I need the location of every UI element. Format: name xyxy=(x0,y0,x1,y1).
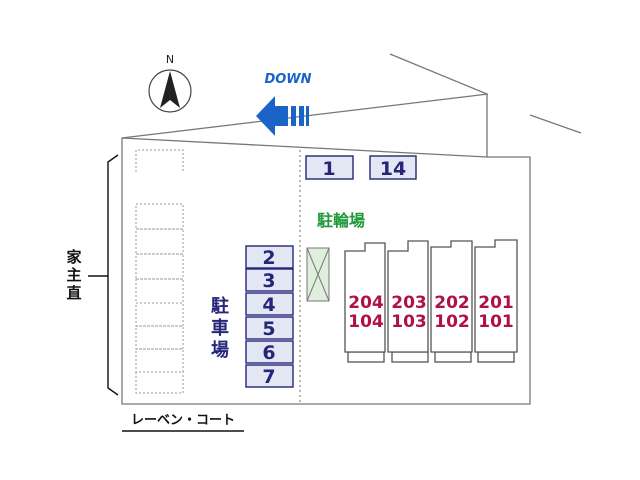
unit-101-label: 101 xyxy=(478,312,514,332)
parking-slot-4-label: 4 xyxy=(262,294,275,316)
parking-label-2: 車 xyxy=(211,317,229,339)
top-slot-1: 1 xyxy=(305,155,354,180)
north-compass: N xyxy=(148,53,192,113)
parking-slot-3-label: 3 xyxy=(262,270,275,292)
left-arrow-icon xyxy=(256,96,309,136)
house-owner-label-3: 直 xyxy=(66,284,81,302)
building xyxy=(344,239,518,363)
parking-slot-3: 3 xyxy=(245,268,294,292)
parking-slot-4: 4 xyxy=(245,292,294,316)
bicycle-parking-label: 駐輪場 xyxy=(317,211,365,230)
parking-slot-2: 2 xyxy=(245,245,294,269)
unit-201-label: 201 xyxy=(478,293,514,313)
bicycle-parking-area xyxy=(306,247,330,302)
unit-103-label: 103 xyxy=(391,312,427,332)
left-parking-rows xyxy=(135,149,184,394)
parking-slot-6: 6 xyxy=(245,340,294,364)
road-lines xyxy=(121,53,582,157)
parking-slot-7-label: 7 xyxy=(262,366,275,388)
unit-203-label: 203 xyxy=(391,293,427,313)
top-slot-1-label: 1 xyxy=(322,158,335,180)
parking-label-3: 場 xyxy=(211,340,229,361)
parking-slots: 2 3 4 5 6 7 xyxy=(245,245,294,388)
neighbor-label: レーベン・コート xyxy=(131,413,235,428)
unit-102-label: 102 xyxy=(434,312,470,332)
top-slot-14-label: 14 xyxy=(380,158,406,180)
down-label: DOWN xyxy=(264,72,311,87)
house-owner-bracket xyxy=(88,154,119,396)
unit-204-outline xyxy=(344,242,386,353)
down-direction: DOWN xyxy=(256,72,312,136)
unit-202-outline xyxy=(430,240,473,353)
unit-203-outline xyxy=(387,240,429,353)
unit-104-label: 104 xyxy=(348,312,384,332)
parking-slot-5: 5 xyxy=(245,316,294,340)
unit-204-label: 204 xyxy=(348,293,384,313)
parking-slot-5-label: 5 xyxy=(262,318,275,340)
parking-slot-7: 7 xyxy=(245,364,294,388)
unit-numbers: 204 104 203 103 202 102 201 101 xyxy=(348,293,514,332)
top-slot-14: 14 xyxy=(369,155,417,180)
site-boundary xyxy=(121,137,531,405)
parking-slot-6-label: 6 xyxy=(262,342,275,364)
unit-202-label: 202 xyxy=(434,293,470,313)
parking-label-1: 駐 xyxy=(211,295,229,317)
house-owner-label-2: 主 xyxy=(66,266,81,284)
compass-label: N xyxy=(166,53,174,66)
north-arrow-icon xyxy=(160,71,180,108)
parking-slot-2-label: 2 xyxy=(262,247,275,269)
house-owner-label-1: 家 xyxy=(66,248,81,266)
unit-201-outline xyxy=(474,239,518,353)
